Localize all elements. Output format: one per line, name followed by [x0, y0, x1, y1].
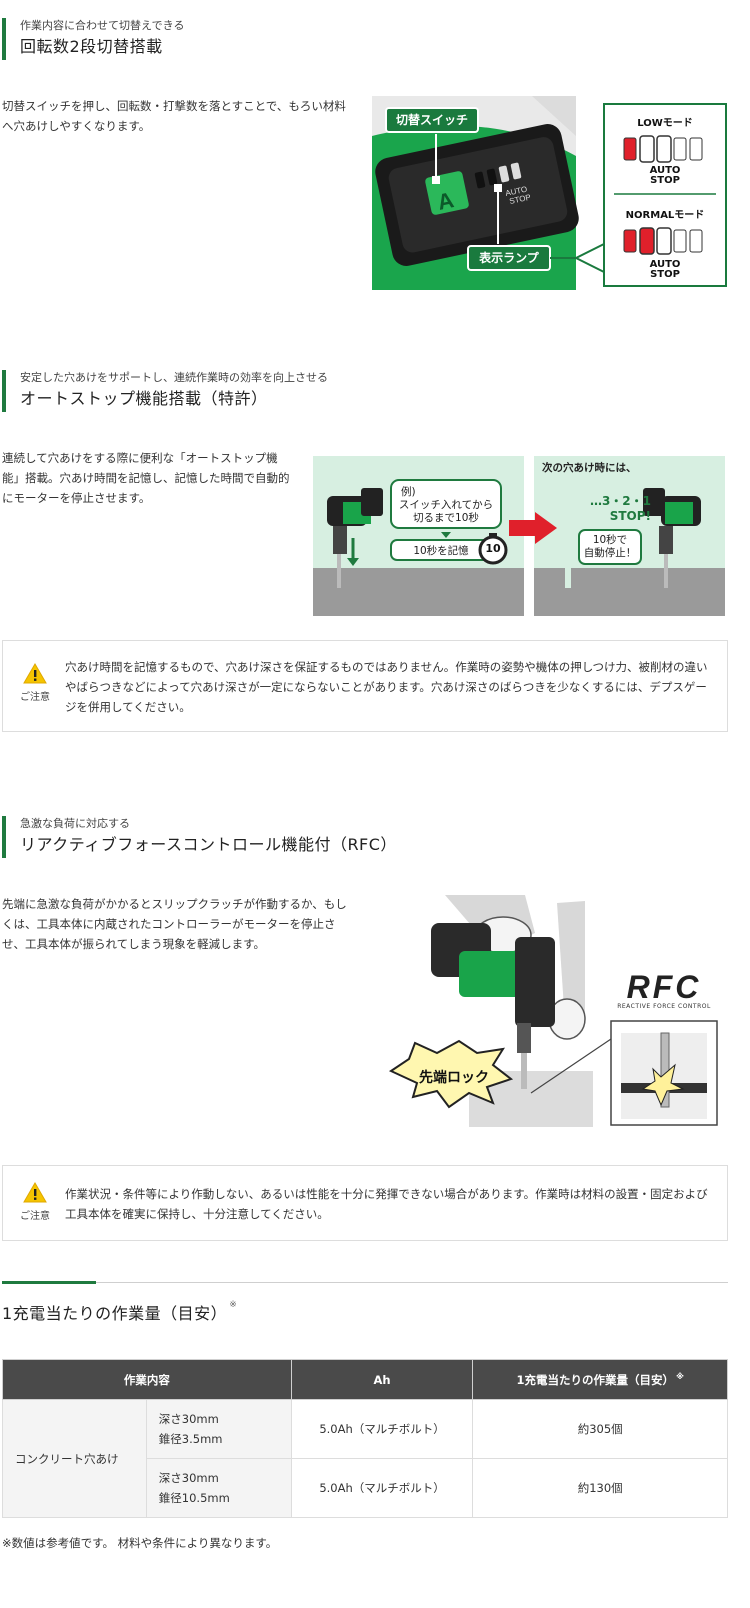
header-amount: 1充電当たりの作業量（目安）※ [472, 1359, 728, 1400]
header-task: 作業内容 [2, 1359, 292, 1400]
caution-box-rfc: ご注意 作業状況・条件等により作動しない、あるいは性能を十分に発揮できない場合が… [2, 1165, 728, 1241]
lamp-callout-label: 表示ランプ [479, 251, 539, 265]
caution-label: ご注意 [20, 1211, 50, 1222]
table-header-row: 作業内容 Ah 1充電当たりの作業量（目安）※ [2, 1359, 728, 1400]
workload-title-text: 1充電当たりの作業量（目安） [2, 1304, 228, 1323]
countdown-text: …3・2・1 STOP! [583, 494, 651, 524]
example-box-text: 例) スイッチ入れてから 切るまで10秒 [391, 486, 501, 525]
normal-auto-label: AUTO STOP [604, 260, 726, 280]
next-time-title: 次の穴あけ時には、 [542, 462, 637, 474]
rfc-logo: RFC [626, 969, 702, 1005]
section-title: リアクティブフォースコントロール機能付（RFC） [20, 835, 397, 854]
low-auto-label: AUTO STOP [604, 166, 726, 186]
section-subtitle: 安定した穴あけをサポートし、連続作業時の効率を向上させる [20, 371, 328, 384]
header-amount-text: 1充電当たりの作業量（目安） [516, 1372, 675, 1387]
section-body: 連続して穴あけをする際に便利な「オートストップ機能」搭載。穴あけ時間を記憶し、記… [2, 451, 290, 505]
section-subtitle: 作業内容に合わせて切替えできる [20, 19, 185, 32]
section-heading-rpm-switch: 作業内容に合わせて切替えできる 回転数2段切替搭載 [2, 18, 184, 60]
row-ah: 5.0Ah（マルチボルト） [290, 1399, 474, 1459]
workload-title: 1充電当たりの作業量（目安）※ [2, 1300, 237, 1324]
row-ah: 5.0Ah（マルチボルト） [290, 1458, 474, 1518]
normal-mode-label: NORMALモード [625, 210, 705, 221]
auto-stop-bubble-text: 10秒で 自動停止！ [579, 534, 641, 560]
section-heading-rfc: 急激な負荷に対応する リアクティブフォースコントロール機能付（RFC） [2, 816, 397, 858]
svg-text:STOP: STOP [509, 193, 532, 206]
caution-box-auto-stop: ご注意 穴あけ時間を記憶するもので、穴あけ深さを保証するものではありません。作業… [2, 640, 728, 732]
header-amount-mark: ※ [676, 1371, 684, 1381]
example-line1: 例) [401, 486, 416, 498]
caution-text: 穴あけ時間を記憶するもので、穴あけ深さを保証するものではありません。作業時の姿勢… [65, 660, 708, 714]
section-subtitle: 急激な負荷に対応する [20, 817, 130, 830]
section-body: 切替スイッチを押し、回転数・打撃数を落とすことで、もろい材料へ穴あけしやすくなり… [2, 99, 346, 133]
caution-icon-wrap: ご注意 [17, 1182, 53, 1222]
caution-label: ご注意 [20, 692, 50, 703]
workload-note: ※数値は参考値です。 材料や条件により異なります。 [2, 1536, 278, 1550]
auto-line2: 自動停止！ [583, 547, 637, 559]
low-mode-label: LOWモード [637, 118, 693, 129]
section-title: 回転数2段切替搭載 [20, 37, 163, 56]
row-condition: 深さ30mm 錐径10.5mm [145, 1458, 292, 1518]
section-title: オートストップ機能搭載（特許） [20, 389, 268, 408]
low-auto-line1: AUTO [649, 165, 681, 176]
rfc-figure: RFC REACTIVE FORCE CONTROL 先端ロック [385, 893, 725, 1129]
rfc-logo-sub: REACTIVE FORCE CONTROL [617, 1003, 711, 1010]
auto-line1: 10秒で [592, 534, 628, 546]
memory-label: 10秒を記憶 [413, 545, 469, 557]
warning-icon [23, 663, 47, 684]
row-diameter: 錐径3.5mm [158, 1432, 223, 1446]
normal-auto-line1: AUTO [649, 259, 681, 270]
section-body: 先端に急激な負荷がかかるとスリップクラッチが作動するか、もしくは、工具本体に内蔵… [2, 897, 347, 951]
workload-divider [2, 1282, 728, 1283]
warning-icon [23, 1182, 47, 1203]
workload-table: 作業内容 Ah 1充電当たりの作業量（目安）※ コンクリート穴あけ 深さ30mm… [2, 1359, 728, 1518]
caution-text: 作業状況・条件等により作動しない、あるいは性能を十分に発揮できない場合があります… [65, 1187, 708, 1221]
svg-text:A: A [435, 187, 456, 215]
svg-text:AUTO: AUTO [505, 185, 528, 198]
row-condition: 深さ30mm 錐径3.5mm [145, 1399, 292, 1459]
workload-divider-accent [2, 1281, 96, 1284]
row-diameter: 錐径10.5mm [158, 1491, 230, 1505]
header-ah: Ah [290, 1359, 474, 1400]
switch-callout-label: 切替スイッチ [395, 113, 468, 127]
workload-title-mark: ※ [229, 1300, 238, 1310]
low-auto-line2: STOP [650, 175, 680, 186]
caution-icon-wrap: ご注意 [17, 663, 53, 703]
timer-icon: 10 [485, 542, 501, 555]
normal-auto-line2: STOP [650, 269, 680, 280]
rpm-switch-figure: A AUTO STOP 切替スイッチ 表示ランプ LOW [372, 96, 730, 290]
countdown-line: …3・2・1 [589, 494, 651, 508]
row-amount: 約305個 [472, 1399, 728, 1459]
auto-stop-figure: 例) スイッチ入れてから 切るまで10秒 10秒を記憶 10 次の穴あけ時には、… [313, 456, 725, 616]
example-line3: 切るまで10秒 [413, 512, 479, 524]
section-heading-auto-stop: 安定した穴あけをサポートし、連続作業時の効率を向上させる オートストップ機能搭載… [2, 370, 328, 412]
table-row: コンクリート穴あけ 深さ30mm 錐径3.5mm 5.0Ah（マルチボルト） 約… [2, 1399, 728, 1518]
tip-lock-label: 先端ロック [419, 1070, 489, 1086]
example-line2: スイッチ入れてから [398, 499, 494, 511]
table-row: 深さ30mm 錐径10.5mm 5.0Ah（マルチボルト） 約130個 [3, 1458, 728, 1518]
row-depth: 深さ30mm [158, 1412, 219, 1426]
stop-line: STOP! [609, 509, 651, 523]
row-group-label: コンクリート穴あけ [2, 1399, 147, 1518]
row-depth: 深さ30mm [158, 1471, 219, 1485]
row-amount: 約130個 [472, 1458, 728, 1518]
